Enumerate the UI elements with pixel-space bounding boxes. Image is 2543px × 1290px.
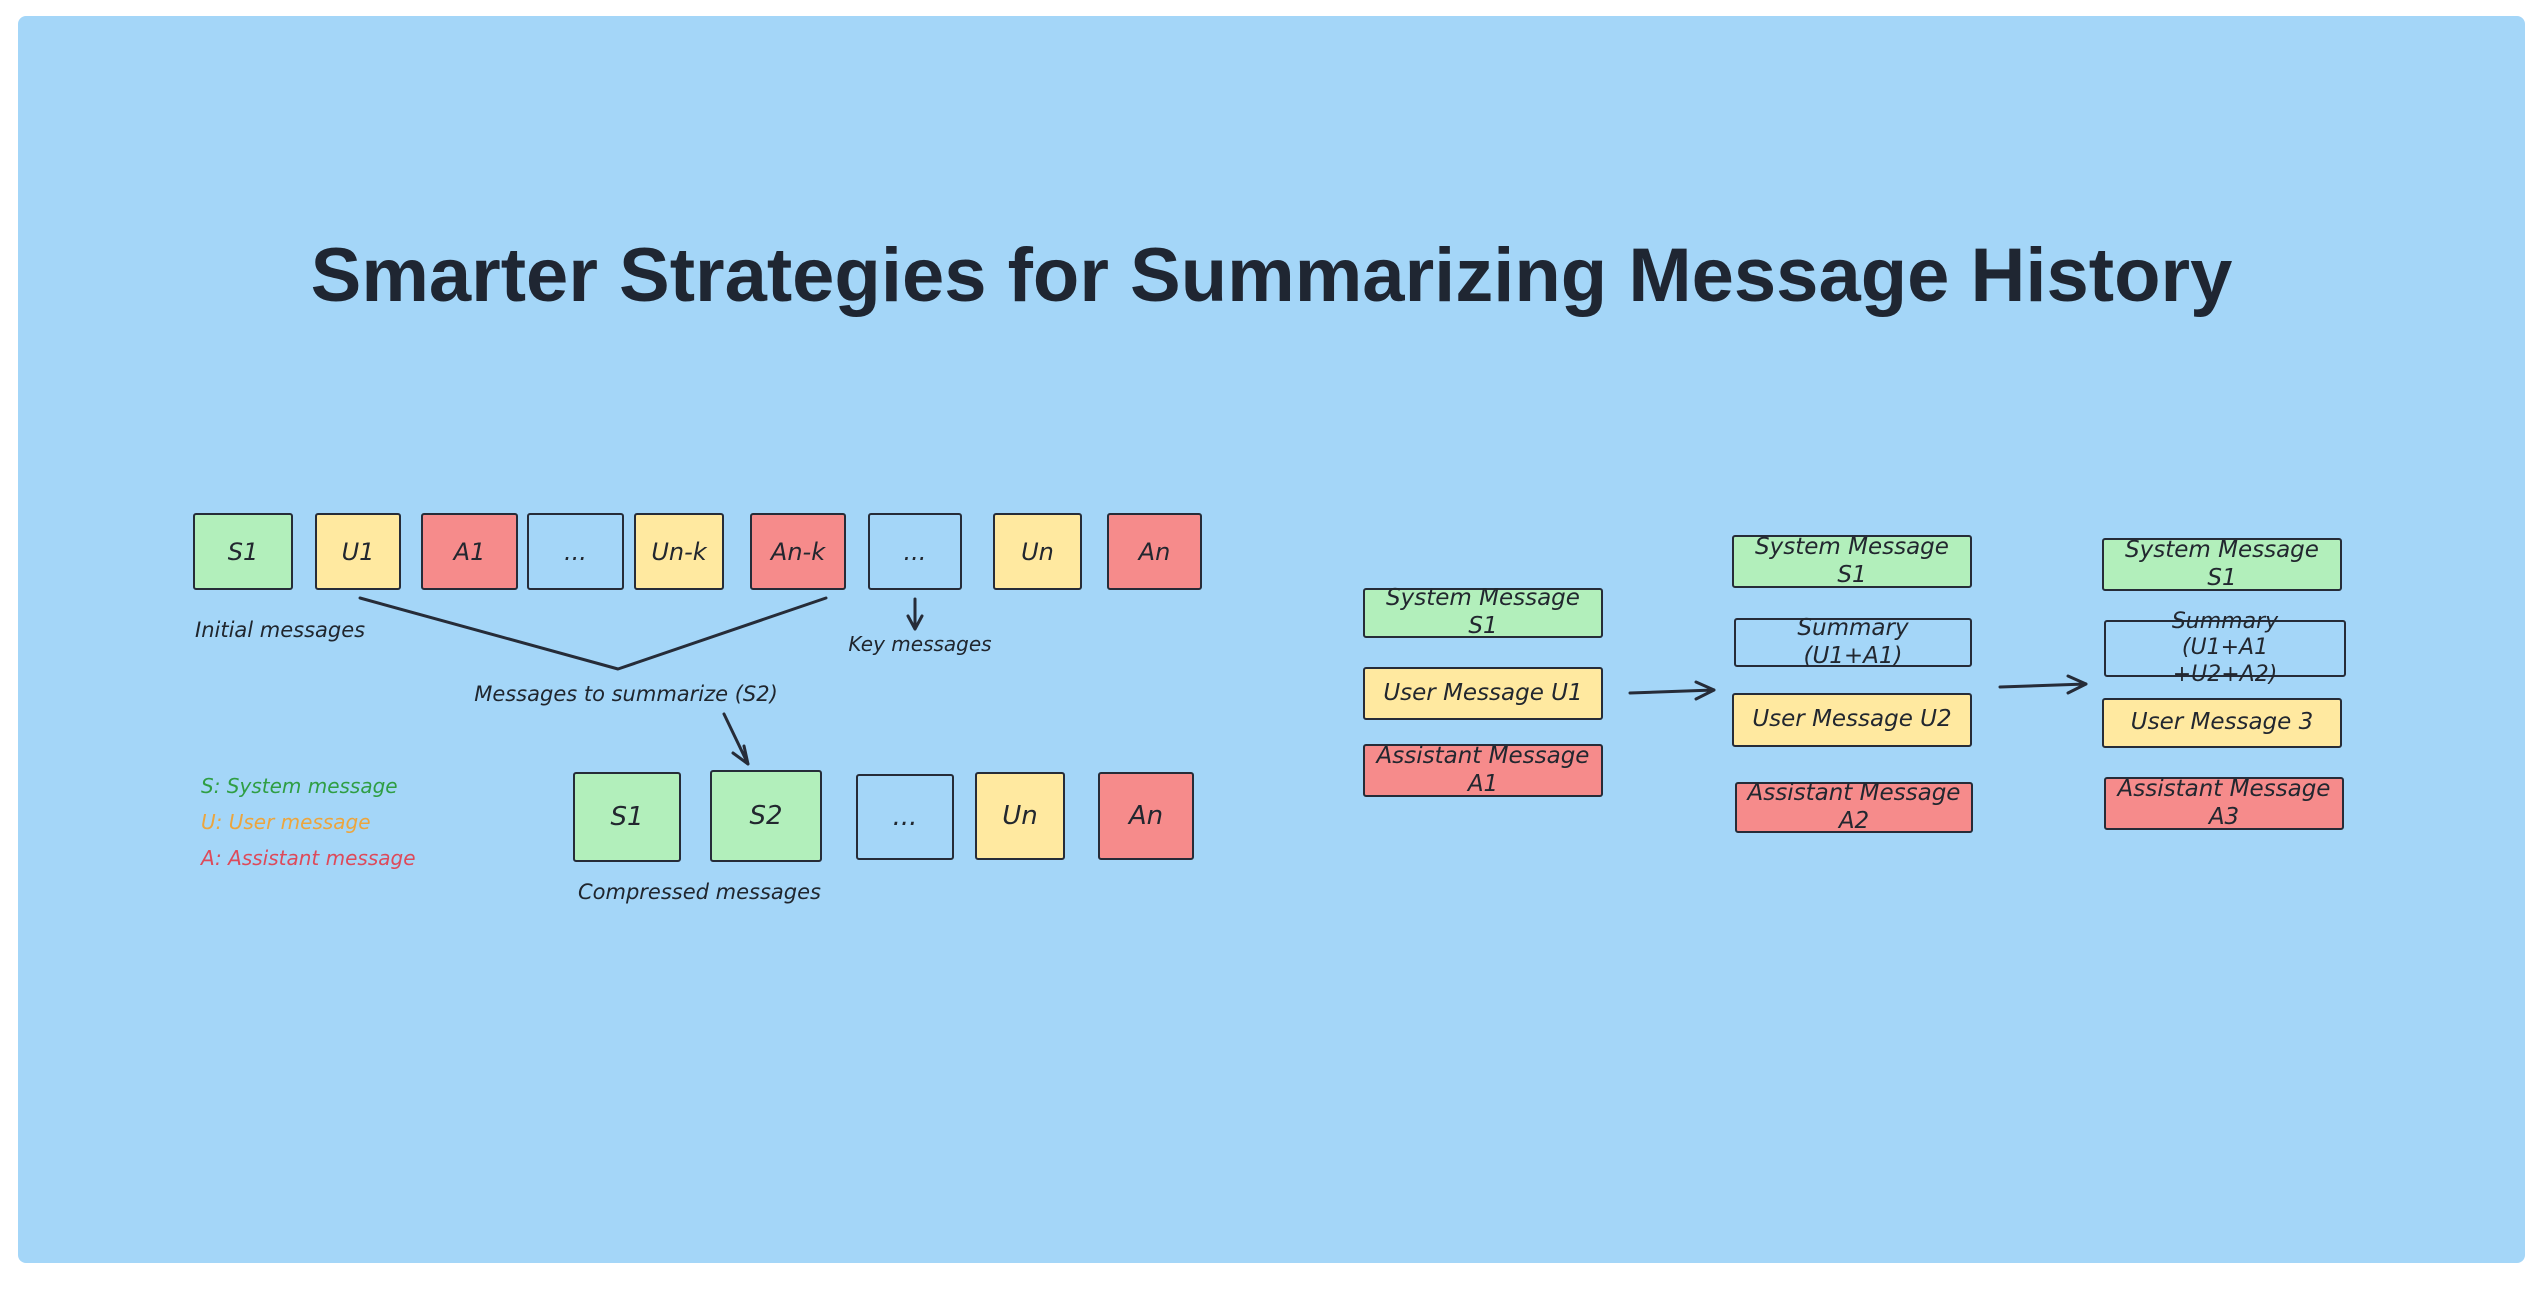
box-label: S2 [749, 801, 783, 831]
box-label: System Message S1 [1755, 533, 1949, 588]
box-label: ... [564, 537, 587, 566]
page-title: Smarter Strategies for Summarizing Messa… [310, 233, 2233, 318]
box-label: Assistant Message A1 [1376, 742, 1590, 797]
col3-summary-box: Summary (U1+A1 +U2+A2) [2104, 609, 2346, 687]
box-label: An-k [770, 537, 826, 566]
box-label: An [1128, 801, 1164, 831]
compressed-messages-label: Compressed messages [578, 880, 821, 904]
box-label: Assistant Message A2 [1747, 779, 1961, 834]
col1-assistant-message: Assistant Message A1 [1363, 742, 1603, 797]
summarize-label: Messages to summarize (S2) [474, 682, 778, 706]
initial-box-ellipsis-1: ... [527, 513, 624, 590]
compressed-box-s1: S1 [573, 772, 681, 862]
col3-assistant-message: Assistant Message A3 [2104, 775, 2344, 830]
key-messages-label: Key messages [848, 632, 992, 656]
initial-box-an: An [1107, 513, 1202, 590]
box-label: S1 [610, 802, 644, 832]
box-label: Summary (U1+A1 +U2+A2) [2171, 608, 2279, 687]
compressed-box-s2: S2 [710, 770, 822, 862]
box-label: ... [903, 537, 927, 566]
initial-box-un: Un [993, 513, 1082, 590]
initial-box-a1: A1 [421, 513, 518, 590]
initial-messages-label: Initial messages [195, 618, 366, 642]
box-label: An [1138, 537, 1171, 566]
col3-user-message: User Message 3 [2102, 698, 2342, 748]
box-label: S1 [227, 537, 259, 566]
col2-system-message: System Message S1 [1732, 533, 1972, 588]
box-label: User Message U1 [1383, 679, 1583, 706]
compressed-box-un: Un [975, 772, 1065, 860]
box-label: User Message 3 [2130, 709, 2314, 736]
box-label: Un [1002, 801, 1038, 831]
box-label: U1 [341, 537, 375, 566]
col2-summary-box: Summary (U1+A1) [1734, 614, 1972, 669]
initial-box-s1: S1 [193, 513, 293, 590]
col1-system-message: System Message S1 [1363, 585, 1603, 639]
initial-box-ank: An-k [750, 513, 846, 590]
col1-user-message: User Message U1 [1363, 667, 1603, 720]
legend: S: System message U: User message A: Ass… [201, 768, 416, 876]
legend-system: S: System message [201, 774, 398, 798]
box-label: Un [1021, 537, 1054, 566]
box-label: Assistant Message A3 [2117, 775, 2331, 830]
legend-user: U: User message [201, 810, 371, 834]
box-label: Summary (U1+A1) [1797, 614, 1909, 669]
initial-box-unk: Un-k [634, 513, 724, 590]
initial-box-ellipsis-2: ... [868, 513, 962, 590]
box-label: System Message S1 [1386, 585, 1580, 639]
box-label: System Message S1 [2125, 536, 2319, 591]
col2-user-message: User Message U2 [1732, 693, 1972, 747]
box-label: ... [892, 802, 918, 832]
initial-box-u1: U1 [315, 513, 401, 590]
box-label: A1 [453, 537, 486, 566]
legend-assistant: A: Assistant message [201, 846, 416, 870]
compressed-box-ellipsis: ... [856, 774, 954, 860]
box-label: Un-k [651, 537, 707, 566]
compressed-box-an: An [1098, 772, 1194, 860]
col2-assistant-message: Assistant Message A2 [1735, 779, 1973, 834]
col3-system-message: System Message S1 [2102, 536, 2342, 591]
box-label: User Message U2 [1752, 706, 1952, 733]
